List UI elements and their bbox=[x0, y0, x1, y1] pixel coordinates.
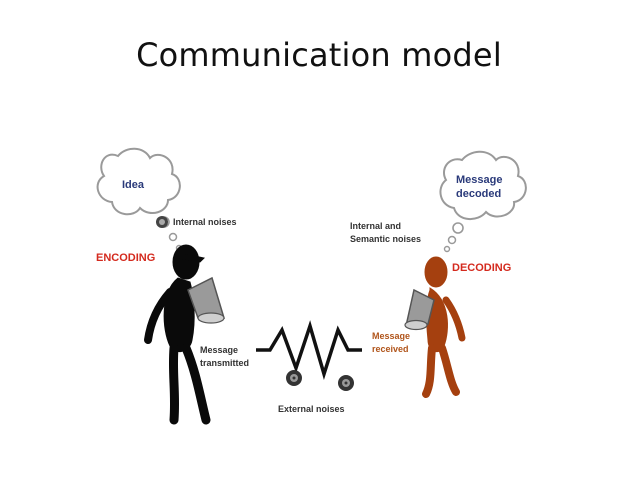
sender-megaphone bbox=[187, 276, 226, 324]
sender-internal-noise-label: Internal noises bbox=[173, 217, 237, 227]
sender-noise-icon bbox=[156, 216, 168, 228]
sender-figure bbox=[144, 244, 214, 425]
slide-title: Communication model bbox=[136, 36, 502, 74]
receiver-thought-text-line1: Message bbox=[456, 174, 502, 186]
transmitted-label-line1: Message bbox=[200, 345, 238, 355]
external-noise-icon bbox=[286, 370, 302, 386]
sender-cap bbox=[175, 251, 206, 263]
transmitted-label-line2: transmitted bbox=[200, 358, 249, 368]
receiver-internal-noise-label-line2: Semantic noises bbox=[350, 234, 421, 244]
thought-bubble-dot bbox=[168, 232, 178, 242]
external-noise-icon bbox=[338, 375, 354, 391]
thought-bubble-dot bbox=[452, 222, 464, 234]
receiver-head bbox=[424, 256, 448, 288]
external-noises-label: External noises bbox=[278, 404, 345, 414]
receiver-internal-noise-label-line1: Internal and bbox=[350, 221, 401, 231]
sender-head bbox=[172, 244, 200, 280]
sender-thought-cloud: Idea bbox=[96, 147, 183, 252]
receiver-megaphone bbox=[404, 288, 435, 331]
encoding-label: ENCODING bbox=[96, 252, 155, 264]
sender-thought-text: Idea bbox=[122, 179, 145, 191]
receiver-thought-text-line2: decoded bbox=[456, 188, 501, 200]
signal-zigzag bbox=[256, 320, 362, 381]
received-label-line2: received bbox=[372, 344, 409, 354]
decoding-label: DECODING bbox=[452, 262, 511, 274]
receiver-thought-cloud: Message decoded bbox=[439, 150, 527, 253]
thought-bubble-dot bbox=[443, 245, 451, 253]
thought-bubble-dot bbox=[447, 235, 457, 245]
received-label-line1: Message bbox=[372, 331, 410, 341]
